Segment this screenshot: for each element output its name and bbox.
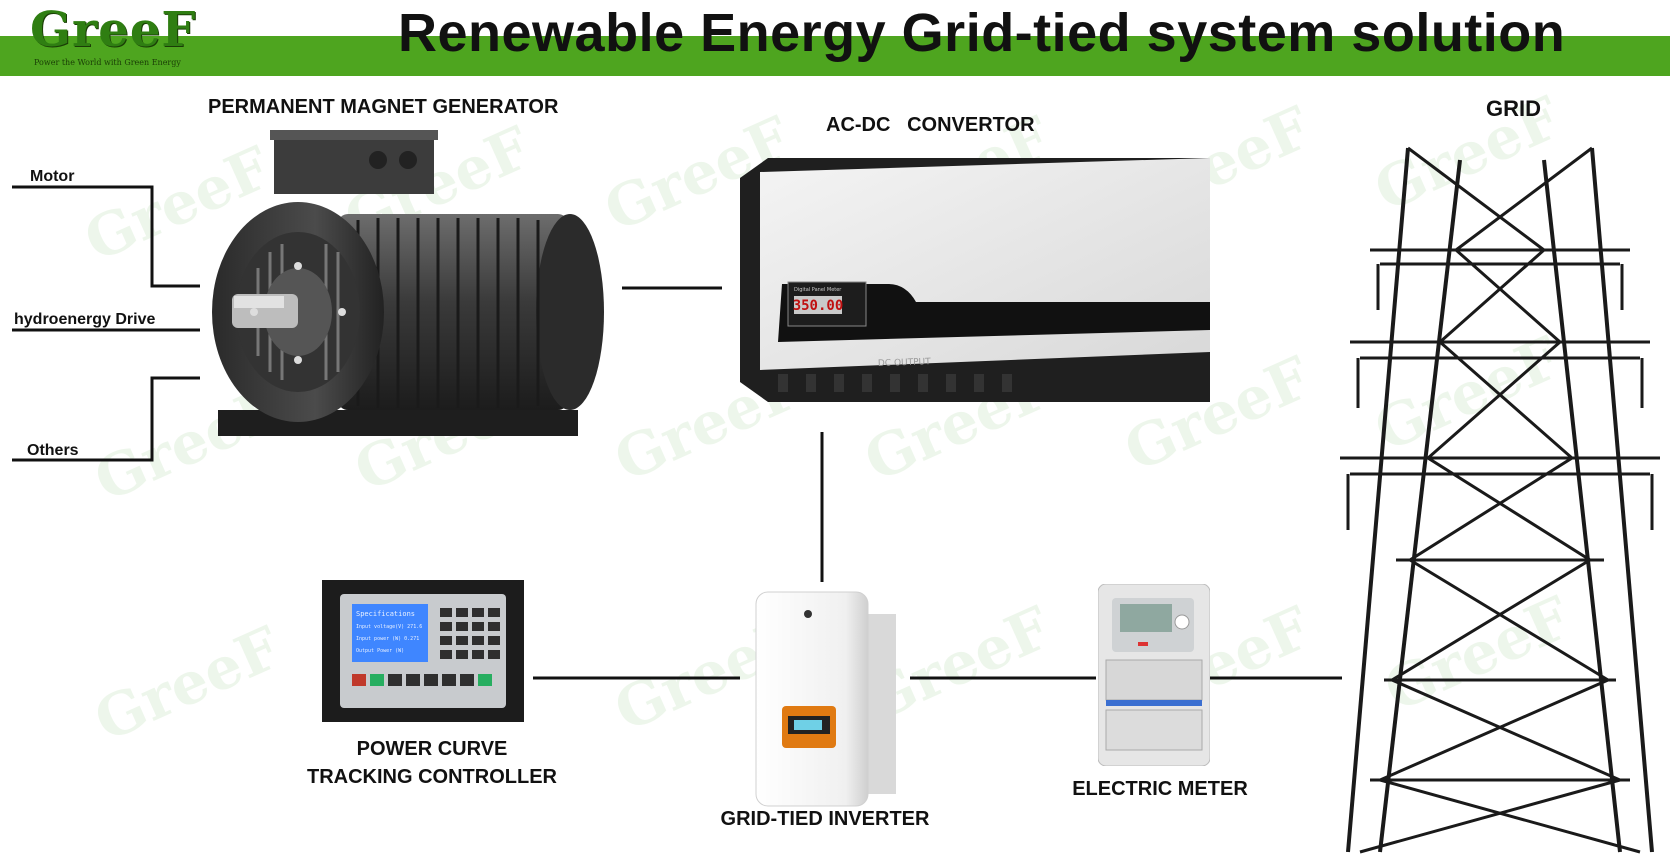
controller-screen-line-2: Input voltage(V) 271.6: [356, 624, 422, 630]
motor-connector: [12, 185, 200, 288]
transmission-tower-image: [1340, 146, 1660, 854]
generator-image: [212, 130, 604, 436]
convertor-meter-caption: Digital Panel Meter: [794, 287, 842, 293]
grid-label: GRID: [1486, 96, 1541, 121]
input-label-hydroenergy: hydroenergy Drive: [14, 311, 156, 328]
controller-screen-line-1: Specifications: [356, 610, 415, 618]
controller-image: Specifications Input voltage(V) 271.6 In…: [322, 580, 524, 722]
convertor-output-label: DC OUTPUT: [878, 357, 932, 369]
brand-tagline: Power the World with Green Energy: [34, 58, 181, 67]
convertor-image: 350.00 Digital Panel Meter DC OUTPUT: [740, 158, 1210, 402]
controller-label-line2: TRACKING CONTROLLER: [307, 766, 557, 788]
inverter-label: GRID-TIED INVERTER: [720, 808, 930, 830]
page-title: Renewable Energy Grid-tied system soluti…: [398, 3, 1566, 63]
controller-screen-line-3: Input power (W) 0.271: [356, 636, 419, 642]
convertor-meter-reading: 350.00: [793, 298, 844, 314]
header-band: [0, 36, 1670, 76]
generator-label: PERMANENT MAGNET GENERATOR: [208, 96, 559, 118]
inverter-image: [755, 591, 896, 807]
electric-meter-label: ELECTRIC METER: [1072, 778, 1248, 800]
electric-meter-image: [1098, 584, 1210, 766]
input-label-others: Others: [27, 442, 79, 459]
brand-logo: GreeF: [30, 2, 197, 58]
input-label-motor: Motor: [30, 168, 75, 185]
convertor-label: AC-DC CONVERTOR: [826, 114, 1035, 136]
others-connector: [12, 376, 200, 462]
controller-screen-line-4: Output Power (W): [356, 648, 404, 654]
controller-label-line1: POWER CURVE: [356, 738, 508, 760]
